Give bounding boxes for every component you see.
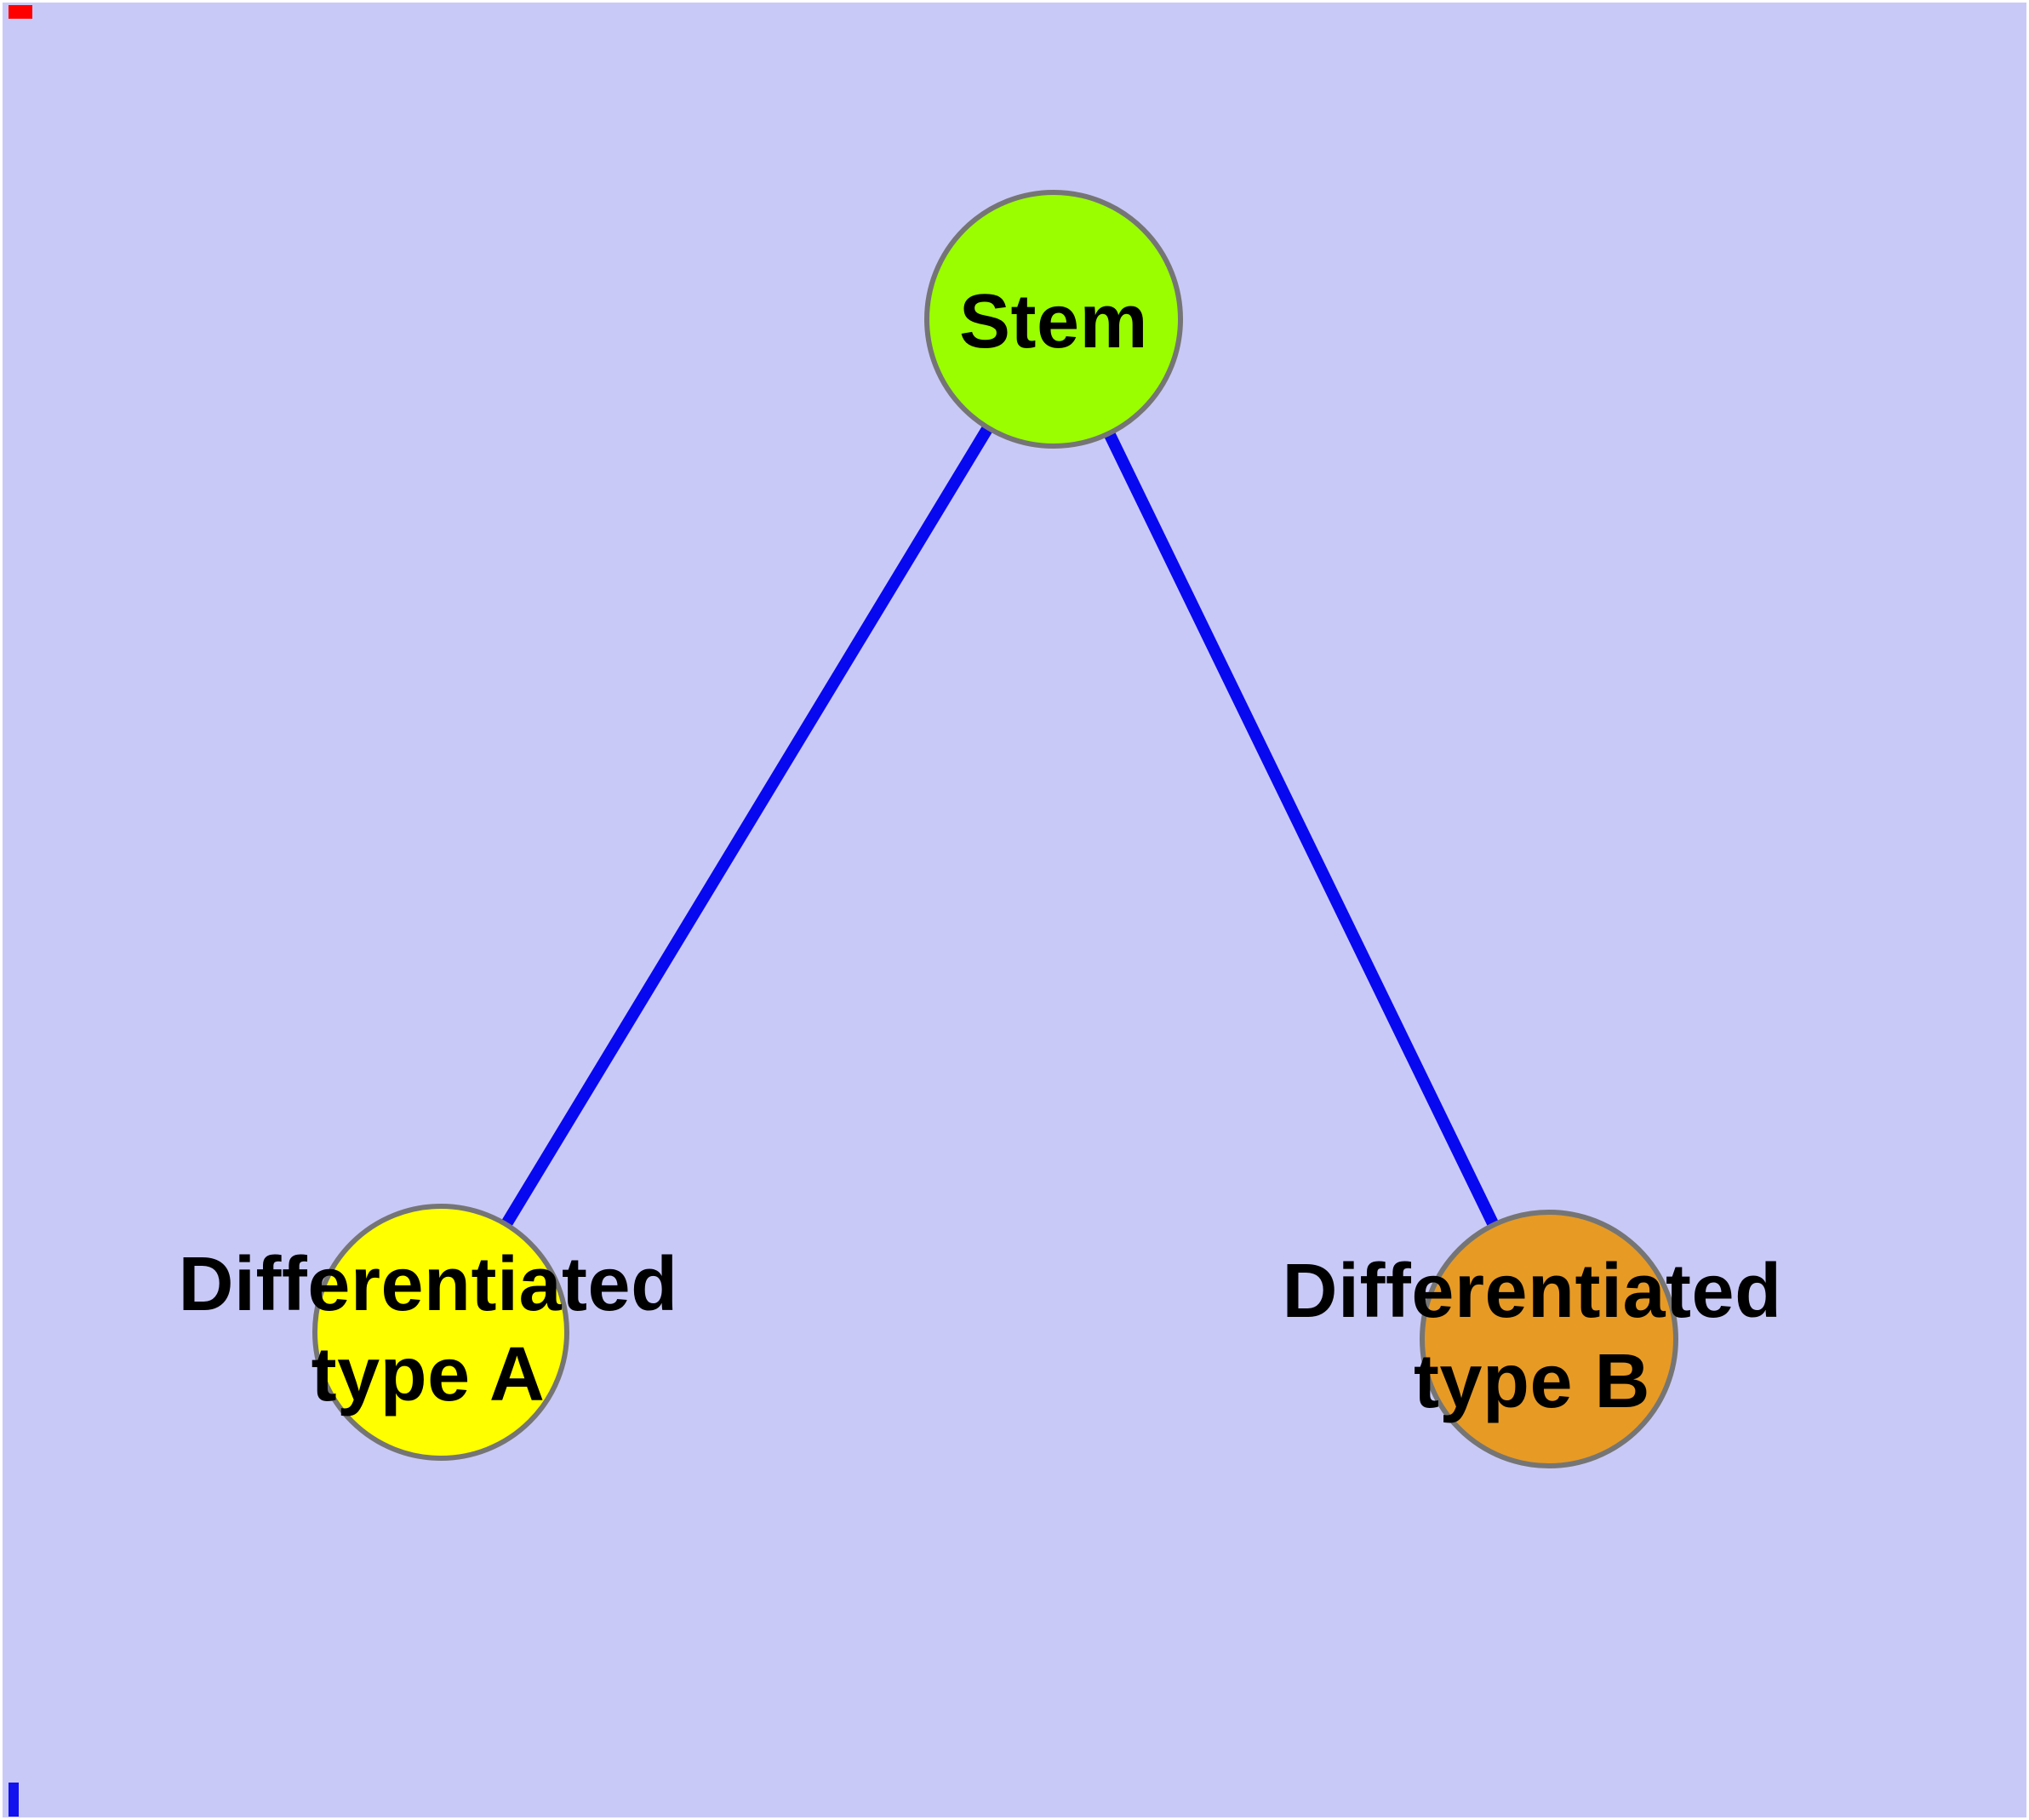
- node-type-a-label-line2: type A: [311, 1332, 546, 1417]
- bottom-left-blue-mark: [9, 1783, 19, 1817]
- node-type-a-label: Differentiated type A: [178, 1239, 677, 1420]
- node-type-b-label: Differentiated type B: [1282, 1246, 1781, 1427]
- node-stem-label: Stem: [958, 279, 1149, 364]
- node-type-b-circle: [1420, 1210, 1678, 1468]
- node-type-b-label-line1: Differentiated: [1282, 1249, 1782, 1334]
- top-left-red-mark: [9, 5, 32, 19]
- node-type-a-circle: [312, 1204, 569, 1461]
- edge-stem-to-type-a: [436, 316, 1059, 1336]
- node-type-a-label-line1: Differentiated: [178, 1242, 678, 1327]
- edge-stem-to-type-b: [1048, 316, 1555, 1342]
- node-type-b-label-line2: type B: [1413, 1339, 1651, 1424]
- node-stem-circle: [924, 190, 1183, 449]
